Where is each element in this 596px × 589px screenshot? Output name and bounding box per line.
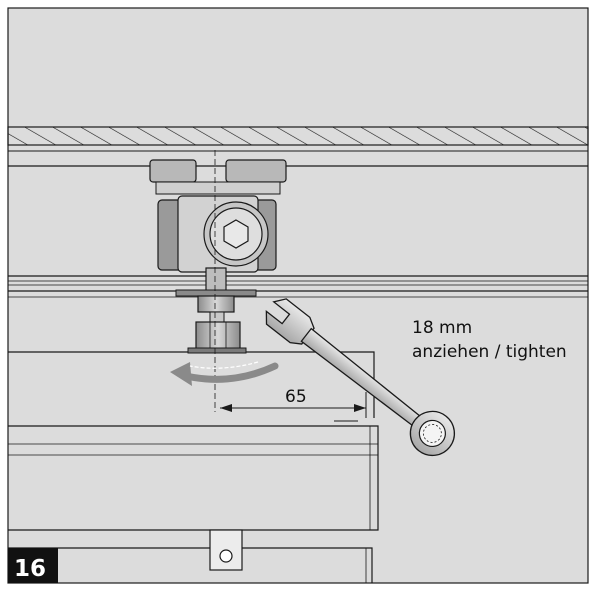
dimension-line (220, 392, 367, 418)
wrench-instruction-label: anziehen / tighten (412, 342, 567, 362)
track-rail (8, 275, 588, 298)
wrench-size-label: 18 mm (412, 318, 472, 338)
wrench-icon (265, 298, 456, 457)
frame (7, 7, 589, 584)
ceiling (7, 126, 589, 167)
hex-socket-icon (223, 219, 249, 249)
adjustment-nut (195, 321, 241, 351)
door-panel (8, 351, 379, 583)
dimension-label: 65 (285, 387, 307, 407)
step-number: 16 (14, 556, 46, 582)
roller-carriage (149, 150, 287, 412)
door-bracket (209, 529, 243, 571)
rotation-arrow-icon (170, 361, 279, 386)
step-number-box (8, 548, 58, 583)
